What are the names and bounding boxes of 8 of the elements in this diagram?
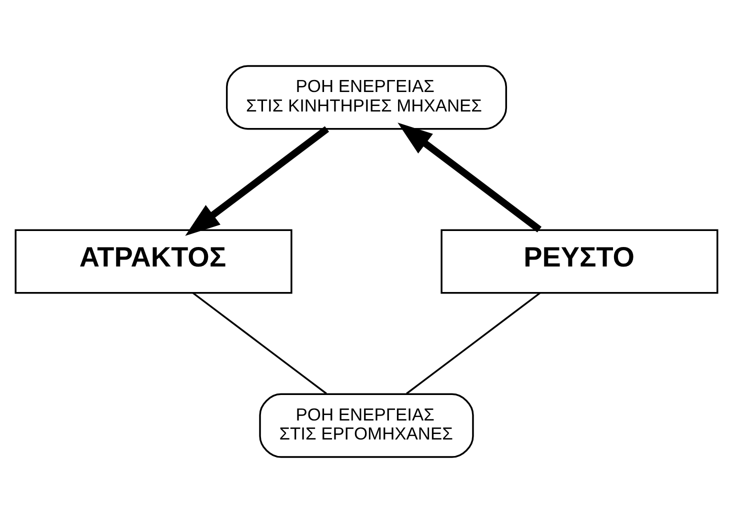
node-box: ΑΤΡΑΚΤΟΣ	[14, 228, 292, 294]
connector	[192, 292, 327, 394]
arrow	[185, 126, 330, 236]
node-box: ΡΟΗ ΕΝΕΡΓΕΙΑΣ ΣΤΙΣ ΕΡΓΟΜΗΧΑΝΕΣ	[259, 392, 474, 458]
arrow	[398, 122, 542, 232]
node-box: ΡΟΗ ΕΝΕΡΓΕΙΑΣ ΣΤΙΣ ΚΙΝΗΤΗΡΙΕΣ ΜΗΧΑΝΕΣ	[226, 64, 508, 130]
connector	[406, 292, 540, 394]
node-box: ΡΕΥΣΤΟ	[440, 228, 718, 294]
